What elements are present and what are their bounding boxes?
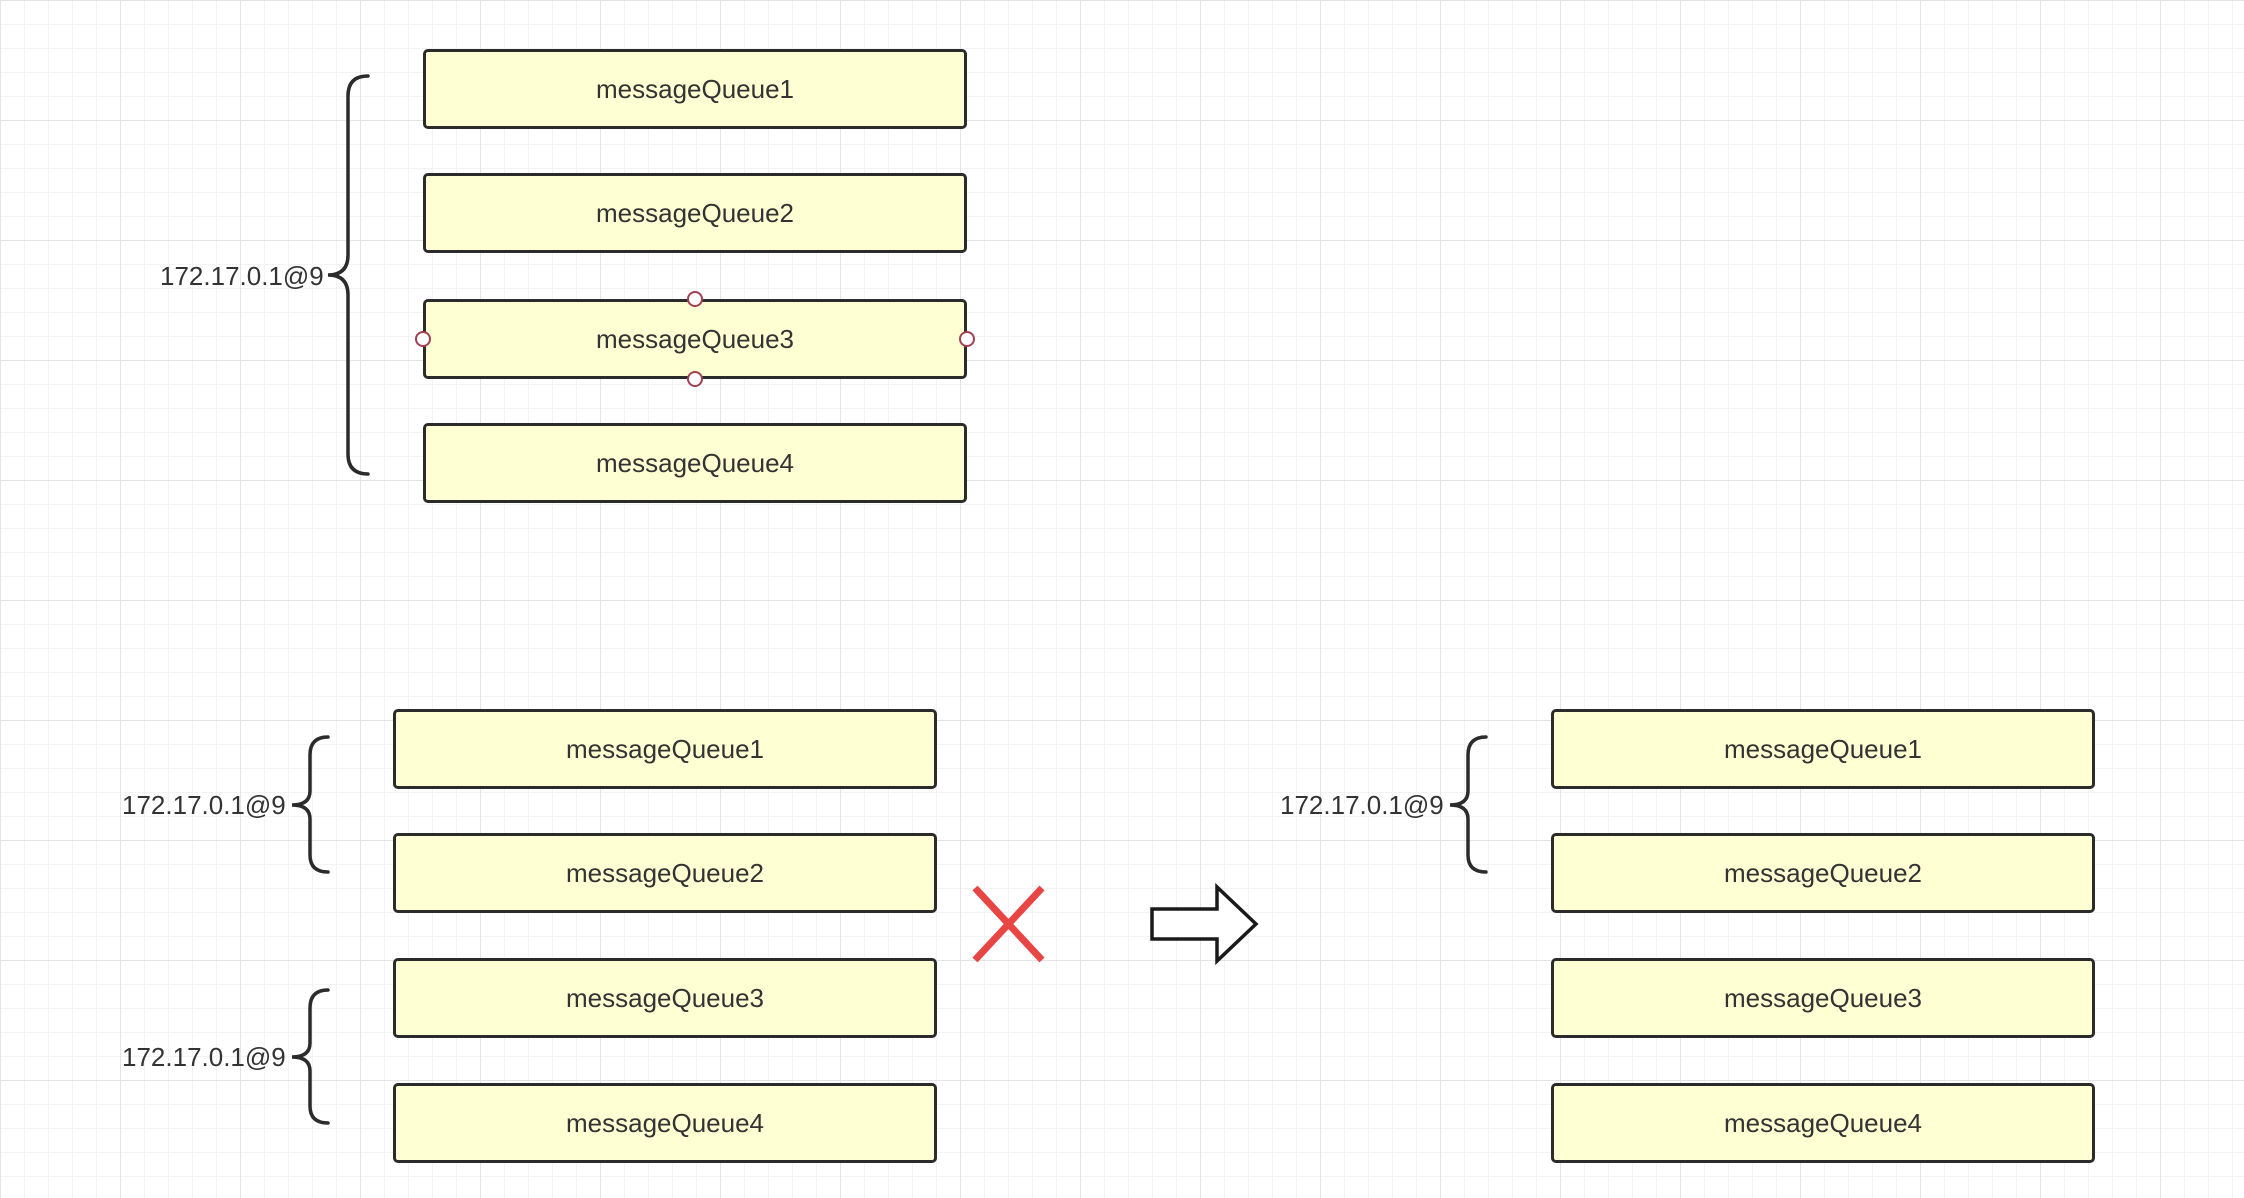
queue-box-bottom-right-3[interactable]: messageQueue3: [1551, 958, 2095, 1038]
broker-label-bottom-right: 172.17.0.1@9: [1280, 790, 1444, 820]
resize-handle-left[interactable]: [415, 331, 431, 347]
queue-box-top-2[interactable]: messageQueue2: [423, 173, 967, 253]
brace-bottom-left-1: [291, 735, 330, 874]
brace-bottom-left-2: [291, 988, 330, 1125]
resize-handle-right[interactable]: [959, 331, 975, 347]
queue-box-bottom-left-2[interactable]: messageQueue2: [393, 833, 937, 913]
queue-box-bottom-right-1[interactable]: messageQueue1: [1551, 709, 2095, 789]
queue-box-top-4[interactable]: messageQueue4: [423, 423, 967, 503]
cross-icon: [972, 885, 1045, 963]
queue-box-bottom-right-4[interactable]: messageQueue4: [1551, 1083, 2095, 1163]
resize-handle-top[interactable]: [687, 291, 703, 307]
resize-handle-bottom[interactable]: [687, 371, 703, 387]
queue-box-bottom-left-1[interactable]: messageQueue1: [393, 709, 937, 789]
broker-label-bottom-left-2: 172.17.0.1@9: [122, 1042, 286, 1072]
queue-box-top-1[interactable]: messageQueue1: [423, 49, 967, 129]
queue-box-bottom-left-3[interactable]: messageQueue3: [393, 958, 937, 1038]
broker-label-bottom-left-1: 172.17.0.1@9: [122, 790, 286, 820]
queue-box-bottom-left-4[interactable]: messageQueue4: [393, 1083, 937, 1163]
queue-box-bottom-right-2[interactable]: messageQueue2: [1551, 833, 2095, 913]
arrow-right-icon: [1150, 882, 1259, 966]
broker-label-top: 172.17.0.1@9: [160, 261, 324, 291]
